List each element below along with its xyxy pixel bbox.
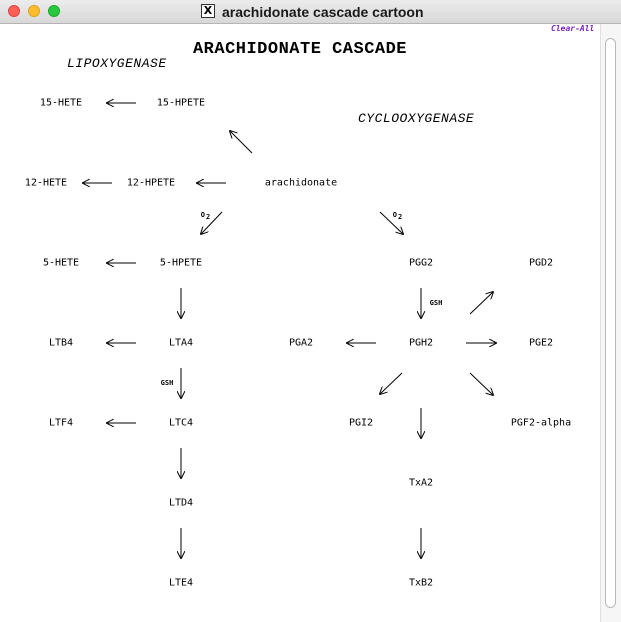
arrow-pgh2-to-pgi2 xyxy=(380,372,403,394)
node-txb2: TxB2 xyxy=(408,577,434,589)
node-12-hete: 12-HETE xyxy=(24,177,68,189)
node-lte4: LTE4 xyxy=(168,577,194,589)
section-cyclooxygenase: CYCLOOXYGENASE xyxy=(358,111,475,126)
window-title: arachidonate cascade cartoon xyxy=(222,4,424,20)
node-15-hpete: 15-HPETE xyxy=(156,97,206,109)
arrow-pgh2-to-pgf2a xyxy=(469,372,493,395)
minimize-window-button[interactable] xyxy=(28,5,40,17)
gsh-annotation-left: GSH xyxy=(160,379,174,387)
scrollbar-thumb[interactable] xyxy=(605,38,616,608)
node-arachidonate: arachidonate xyxy=(264,177,338,189)
o2-annotation-left: O2 xyxy=(200,211,211,221)
node-15-hete: 15-HETE xyxy=(39,97,83,109)
node-pga2: PGA2 xyxy=(288,337,314,349)
node-5-hpete: 5-HPETE xyxy=(159,257,203,269)
section-lipoxygenase: LIPOXYGENASE xyxy=(67,56,167,71)
node-ltf4: LTF4 xyxy=(48,417,74,429)
clear-all-button[interactable]: Clear-All xyxy=(551,24,595,33)
node-pgd2: PGD2 xyxy=(528,257,554,269)
node-pge2: PGE2 xyxy=(528,337,554,349)
node-12-hpete: 12-HPETE xyxy=(126,177,176,189)
zoom-window-button[interactable] xyxy=(48,5,60,17)
node-txa2: TxA2 xyxy=(408,477,434,489)
vertical-scrollbar[interactable] xyxy=(600,24,621,622)
x11-icon: X xyxy=(201,4,215,18)
node-ltb4: LTB4 xyxy=(48,337,74,349)
gsh-annotation-right: GSH xyxy=(429,299,443,307)
o2-annotation-right: O2 xyxy=(392,211,403,221)
node-ltc4: LTC4 xyxy=(168,417,194,429)
diagram-title: ARACHIDONATE CASCADE xyxy=(192,40,408,59)
arrow-arachidonate-to-pgg2 xyxy=(379,211,403,234)
close-window-button[interactable] xyxy=(8,5,20,17)
arrow-pgh2-to-pgd2 xyxy=(469,292,493,315)
node-lta4: LTA4 xyxy=(168,337,194,349)
arrow-arachidonate-to-15hpete xyxy=(230,131,253,154)
arrow-arachidonate-to-5hpete xyxy=(201,211,223,234)
diagram-canvas: ARACHIDONATE CASCADE LIPOXYGENASE CYCLOO… xyxy=(0,24,600,622)
node-5-hete: 5-HETE xyxy=(42,257,80,269)
node-ltd4: LTD4 xyxy=(168,497,194,509)
node-pgf2-alpha: PGF2-alpha xyxy=(510,417,572,429)
arrows-layer xyxy=(0,24,600,622)
node-pgg2: PGG2 xyxy=(408,257,434,269)
window-titlebar: X arachidonate cascade cartoon xyxy=(0,0,621,24)
node-pgi2: PGI2 xyxy=(348,417,374,429)
node-pgh2: PGH2 xyxy=(408,337,434,349)
